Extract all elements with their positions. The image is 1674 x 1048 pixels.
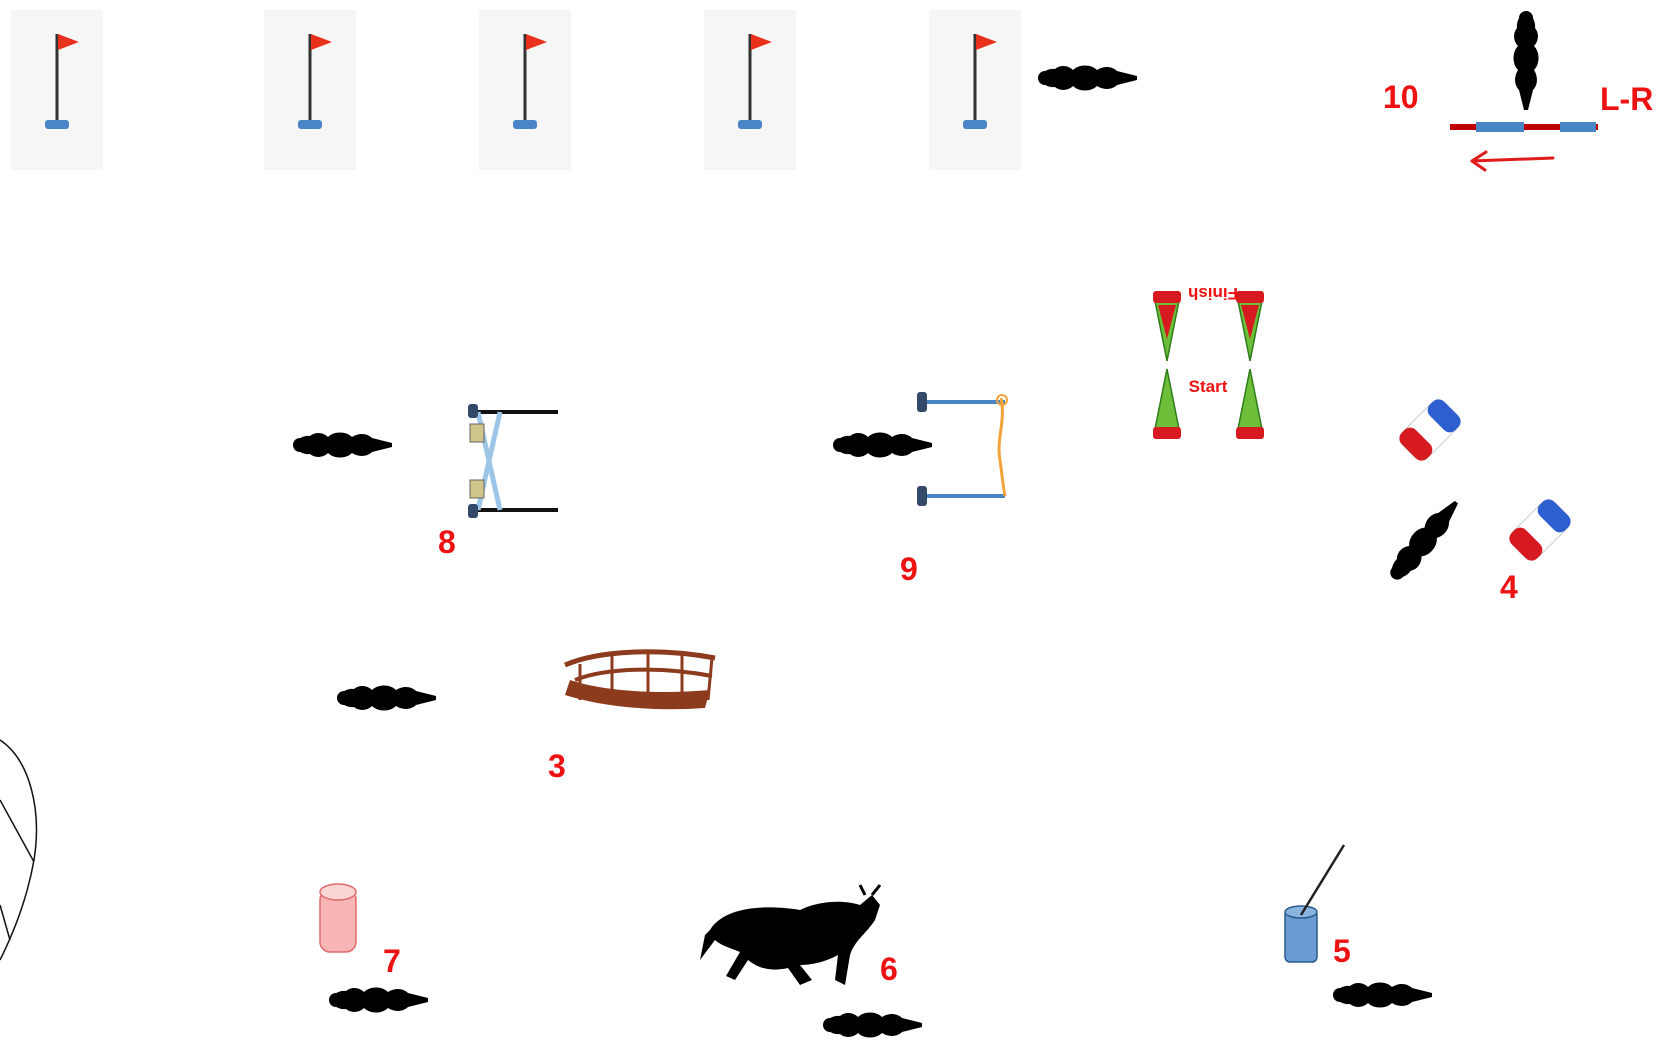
horse-icon [823,1013,922,1038]
obstacle-number-9: 9 [900,551,918,587]
horse-icon [1383,494,1466,586]
obstacle-number-8: 8 [438,524,456,560]
bridge-icon [565,652,715,709]
flag-icon [704,10,796,170]
cone-icon [1236,291,1264,361]
obstacle-number-7: 7 [383,943,401,979]
finish-label: Finish [1188,284,1238,303]
horse-icon [1038,66,1137,91]
horse-icon [1514,11,1539,110]
arrow-left-icon [1472,152,1553,170]
bull-icon [700,885,880,985]
obstacle-10-poles [1450,11,1598,170]
start-label: Start [1189,377,1228,396]
flag-icon [479,10,571,170]
obstacle-number-6: 6 [880,951,898,987]
flag-icon [929,10,1021,170]
obstacle-number-4: 4 [1500,569,1518,605]
barrel-icon [1506,496,1574,564]
obstacle-9-rope-gate [917,392,1007,506]
obstacle-number-5: 5 [1333,933,1351,969]
cone-icon [1153,369,1181,439]
horse-icon [833,433,932,458]
horse-icon [293,433,392,458]
barrel-icon [1396,396,1464,464]
horse-icon [329,988,428,1013]
horse-icon [1333,983,1432,1008]
flag-icon [11,10,103,170]
circle-marker [0,740,36,960]
obstacle-8-gate [468,404,558,518]
cone-icon [1236,369,1264,439]
start-finish-cones [1153,291,1264,439]
flag-icon [264,10,356,170]
horse-icon [337,686,436,711]
obstacle-number-10: 10 [1383,79,1419,115]
cone-icon [1153,291,1181,361]
lr-label: L-R [1600,81,1653,117]
obstacle-number-3: 3 [548,748,566,784]
bucket-icon [320,884,356,952]
